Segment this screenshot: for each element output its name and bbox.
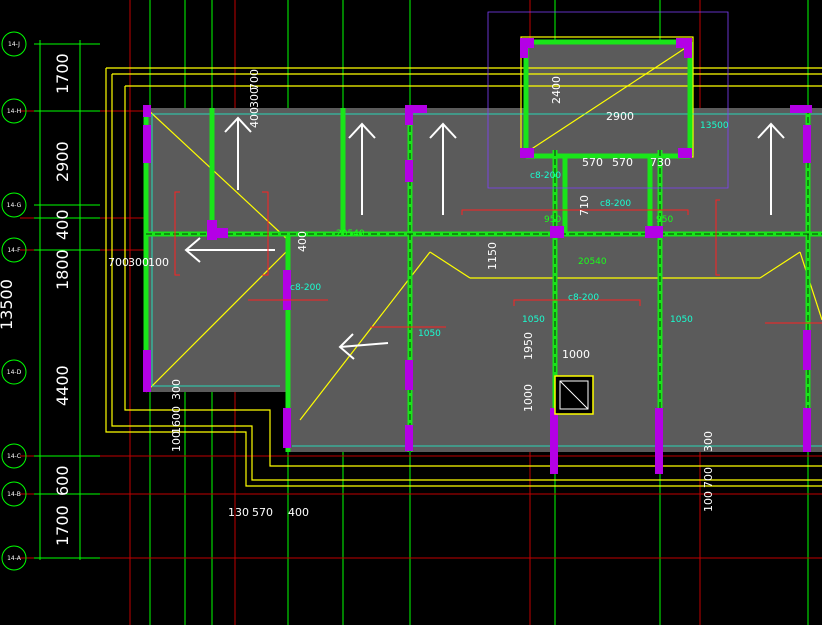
axis-label: 14-F xyxy=(7,247,21,254)
dim-top-400: 400 xyxy=(248,107,261,128)
dim-left-1700-top: 1700 xyxy=(53,53,72,94)
dim-e950-a: 950 xyxy=(544,215,561,225)
dim-e2050: 20540 xyxy=(578,257,607,267)
dim-1600-vert: 1600 xyxy=(170,406,183,434)
dim-300-left: 300 xyxy=(128,256,149,269)
dim-left-600: 600 xyxy=(53,465,72,496)
dim-700-left: 700 xyxy=(108,256,129,269)
rebar-label-2: c8-200 xyxy=(568,293,599,303)
dim-1000-horiz: 1000 xyxy=(562,348,590,361)
span-label-2: 1050 xyxy=(670,315,693,325)
dim-stair-2400: 2400 xyxy=(550,76,563,104)
dim-e2012: 20540 xyxy=(336,229,365,239)
dim-left-4400: 4400 xyxy=(53,365,72,406)
dim-left-1700-bottom: 1700 xyxy=(53,505,72,546)
axis-label: 14-H xyxy=(7,108,21,115)
dim-top-700: 700 xyxy=(248,69,261,90)
axis-label: 14-A xyxy=(7,555,22,562)
rebar-label-1: c8-200 xyxy=(290,283,321,293)
dim-1000-vert: 1000 xyxy=(522,384,535,412)
axis-bubble xyxy=(1,31,27,57)
dim-100-vert: 100 xyxy=(170,431,183,452)
axis-bubbles: 14-J 14-H 14-G 14-F 14-D 14-C 14-B 14-A xyxy=(1,31,27,571)
rebar-marks xyxy=(174,191,822,328)
dim-stair-570-a: 570 xyxy=(582,156,603,169)
dim-stair-570-b: 570 xyxy=(612,156,633,169)
span-arrows xyxy=(184,116,785,360)
dim-left-400: 400 xyxy=(53,209,72,240)
dim-top-300: 300 xyxy=(248,87,261,108)
axis-bubble xyxy=(1,192,27,218)
dim-r700: 700 xyxy=(702,467,715,488)
dim-left-total: 13500 xyxy=(0,279,16,330)
dim-r100: 100 xyxy=(702,491,715,512)
dim-left-1800: 1800 xyxy=(53,249,72,290)
dim-r300: 300 xyxy=(702,431,715,452)
axis-bubble xyxy=(1,545,27,571)
dim-1150: 1150 xyxy=(486,242,499,270)
axis-bubble xyxy=(1,359,27,385)
axis-bubble xyxy=(1,98,27,124)
axis-bubble xyxy=(1,443,27,469)
axis-bubble xyxy=(1,237,27,263)
dim-300-vert: 300 xyxy=(170,379,183,400)
dim-1950: 1950 xyxy=(522,332,535,360)
lift-shaft xyxy=(554,375,594,415)
stair-core-outline xyxy=(487,11,729,189)
axis-label: 14-G xyxy=(7,202,22,209)
axis-label: 14-D xyxy=(7,369,22,376)
span-label-1: 1050 xyxy=(522,315,545,325)
dim-w400: 400 xyxy=(296,231,309,252)
dim-570-bottom: 570 xyxy=(252,506,273,519)
dim-130-bottom: 130 xyxy=(228,506,249,519)
elevation-label: 13500 xyxy=(700,121,729,131)
dim-100-left: 100 xyxy=(148,256,169,269)
dim-left-2900: 2900 xyxy=(53,141,72,182)
dim-stair-730: 730 xyxy=(650,156,671,169)
span-label-3: 1050 xyxy=(418,329,441,339)
dim-e950-b: 950 xyxy=(656,215,673,225)
slab-areas xyxy=(146,40,822,452)
dim-400-bottom: 400 xyxy=(288,506,309,519)
left-dimension-lines xyxy=(34,40,100,560)
dim-w710: 710 xyxy=(578,195,591,216)
axis-label: 14-C xyxy=(7,453,21,460)
rebar-label-4: c8-200 xyxy=(600,199,631,209)
axis-label: 14-B xyxy=(7,491,21,498)
columns xyxy=(143,38,812,474)
dim-stair-2900: 2900 xyxy=(606,110,634,123)
axis-label: 14-J xyxy=(8,41,20,48)
rebar-label-3: c8-200 xyxy=(530,171,561,181)
axis-bubble xyxy=(1,481,27,507)
